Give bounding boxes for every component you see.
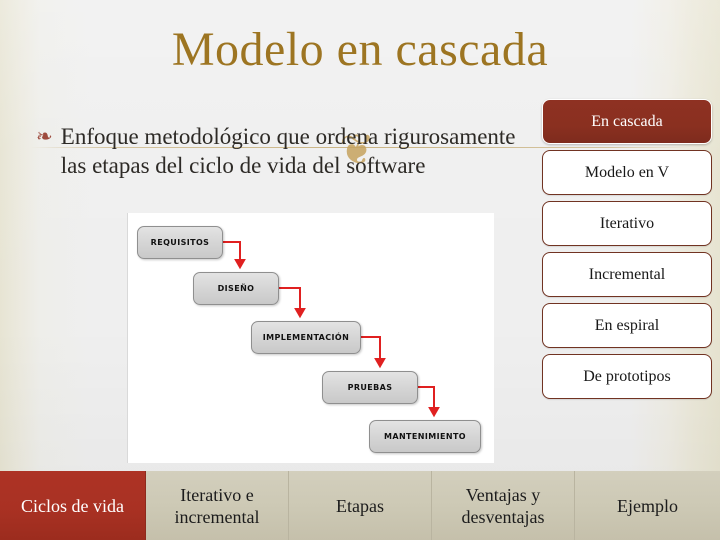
- tab-etapas[interactable]: Etapas: [289, 471, 432, 540]
- body-bullet-item: ❧ Enfoque metodológico que ordena riguro…: [36, 122, 536, 180]
- sidebar-item-modelo-en-v[interactable]: Modelo en V: [542, 150, 712, 195]
- sidebar-nav: En cascada Modelo en V Iterativo Increme…: [542, 99, 712, 405]
- decorative-divider: [30, 147, 690, 148]
- tab-iterativo-e-incremental[interactable]: Iterativo e incremental: [146, 471, 289, 540]
- diagram-stage-box: MANTENIMIENTO: [369, 420, 481, 453]
- sidebar-item-en-espiral[interactable]: En espiral: [542, 303, 712, 348]
- diagram-stage-box: DISEÑO: [193, 272, 279, 305]
- diagram-stage-box: REQUISITOS: [137, 226, 223, 259]
- sidebar-item-iterativo[interactable]: Iterativo: [542, 201, 712, 246]
- tab-ventajas-y-desventajas[interactable]: Ventajas y desventajas: [432, 471, 575, 540]
- page-title: Modelo en cascada: [171, 23, 549, 76]
- diagram-stage-box: IMPLEMENTACIÓN: [251, 321, 361, 354]
- body-text: Enfoque metodológico que ordena rigurosa…: [60, 124, 516, 178]
- bottom-tab-bar: Ciclos de vida Iterativo e incremental E…: [0, 471, 720, 540]
- waterfall-model-diagram: REQUISITOS DISEÑO IMPLEMENTACIÓN PRUEBAS…: [127, 213, 494, 463]
- tab-ciclos-de-vida[interactable]: Ciclos de vida: [0, 471, 146, 540]
- diagram-stage-box: PRUEBAS: [322, 371, 418, 404]
- sidebar-item-incremental[interactable]: Incremental: [542, 252, 712, 297]
- sidebar-item-en-cascada[interactable]: En cascada: [542, 99, 712, 144]
- bullet-marker-icon: ❧: [36, 124, 53, 148]
- sidebar-item-de-prototipos[interactable]: De prototipos: [542, 354, 712, 399]
- tab-ejemplo[interactable]: Ejemplo: [575, 471, 720, 540]
- ornament-flourish-icon: ❦: [339, 125, 375, 174]
